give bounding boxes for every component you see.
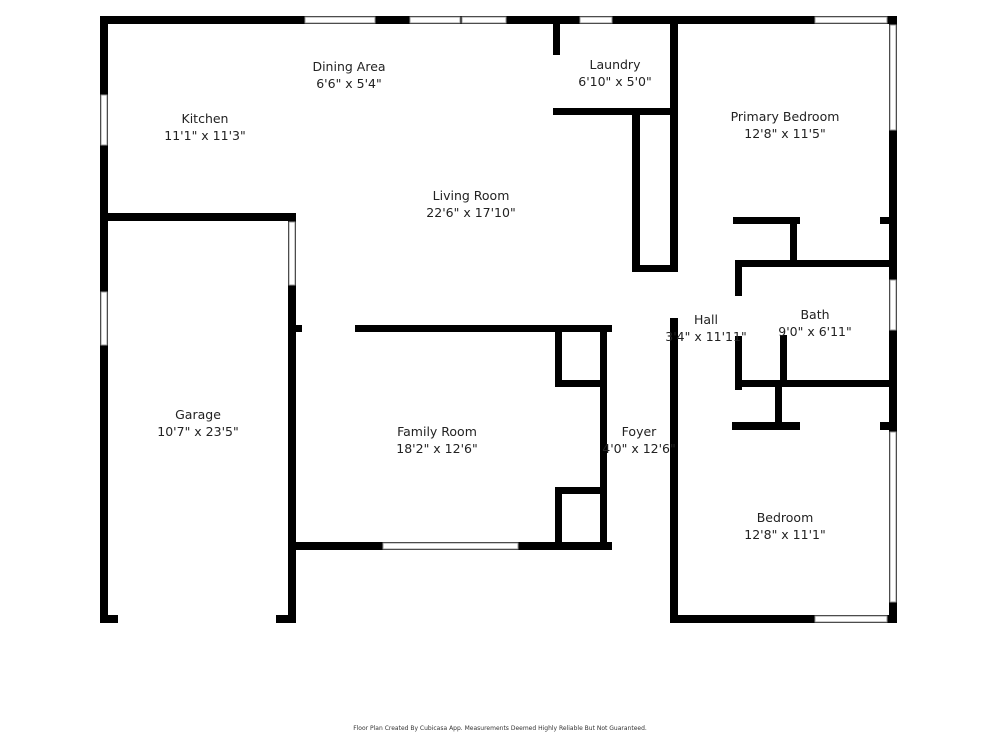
room-name: Foyer: [621, 424, 657, 439]
room-name: Hall: [693, 312, 718, 327]
room-name: Bath: [800, 307, 830, 322]
room-name: Primary Bedroom: [730, 109, 840, 124]
room-garage: Garage 10'7" x 23'5": [157, 406, 238, 440]
room-size: 4'0" x 12'6": [602, 441, 676, 456]
room-bath: Bath 9'0" x 6'11": [778, 306, 851, 340]
room-foyer: Foyer 4'0" x 12'6": [602, 423, 675, 457]
room-name: Laundry: [589, 57, 641, 72]
room-kitchen: Kitchen 11'1" x 11'3": [164, 110, 245, 144]
room-dining-area: Dining Area 6'6" x 5'4": [312, 58, 385, 92]
room-size: 12'8" x 11'5": [744, 126, 826, 141]
room-size: 6'6" x 5'4": [316, 76, 382, 91]
room-size: 22'6" x 17'10": [426, 205, 516, 220]
room-size: 12'8" x 11'1": [744, 527, 826, 542]
room-living-room: Living Room 22'6" x 17'10": [426, 187, 515, 221]
room-name: Living Room: [432, 188, 510, 203]
room-name: Bedroom: [756, 510, 814, 525]
room-size: 10'7" x 23'5": [157, 424, 239, 439]
room-size: 11'1" x 11'3": [164, 128, 246, 143]
room-name: Kitchen: [181, 111, 229, 126]
room-size: 9'0" x 6'11": [778, 324, 852, 339]
footer-disclaimer: Floor Plan Created By Cubicasa App. Meas…: [353, 725, 647, 732]
room-name: Dining Area: [312, 59, 386, 74]
room-size: 3'4" x 11'11": [665, 329, 747, 344]
room-size: 6'10" x 5'0": [578, 74, 652, 89]
room-hall: Hall 3'4" x 11'11": [665, 311, 746, 345]
room-family-room: Family Room 18'2" x 12'6": [396, 423, 477, 457]
room-name: Garage: [175, 407, 221, 422]
room-name: Family Room: [397, 424, 477, 439]
room-size: 18'2" x 12'6": [396, 441, 478, 456]
room-laundry: Laundry 6'10" x 5'0": [578, 56, 651, 90]
windows: [100, 16, 897, 623]
room-primary-bedroom: Primary Bedroom 12'8" x 11'5": [731, 108, 840, 142]
room-bedroom: Bedroom 12'8" x 11'1": [744, 509, 825, 543]
